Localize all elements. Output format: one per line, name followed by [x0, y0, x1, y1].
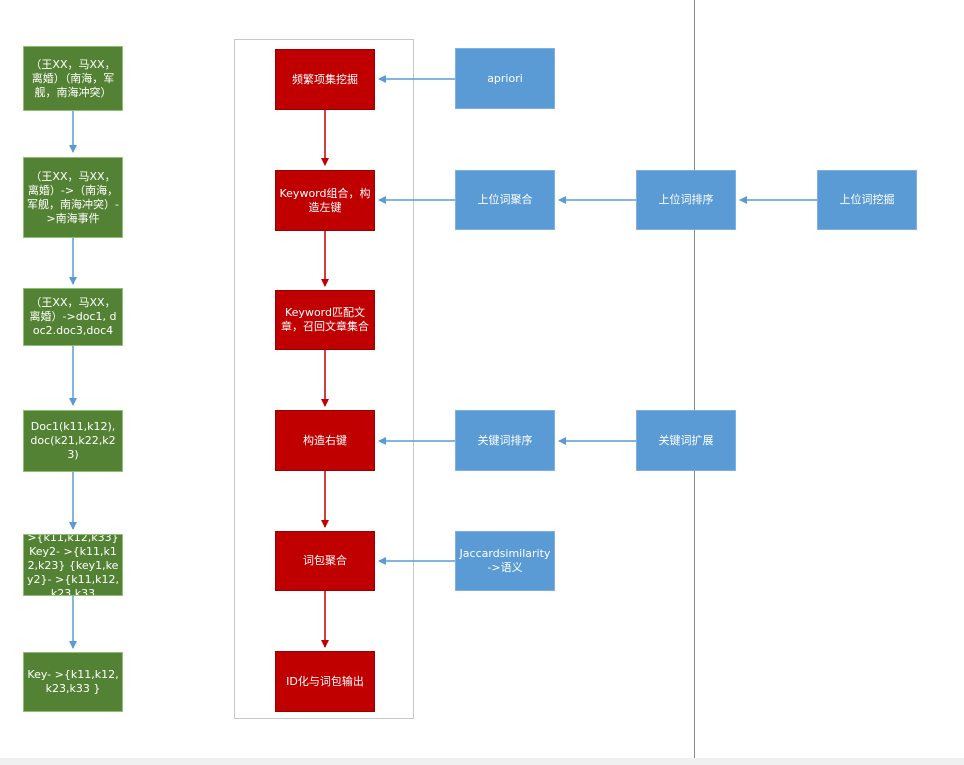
node-keyword-expand-label: 关键词扩展	[658, 433, 714, 447]
step-frequent-itemset-mining[interactable]: 频繁项集挖掘	[275, 49, 375, 110]
left-node-4-label: Doc1(k11,k12), doc(k21,k22,k23)	[30, 420, 116, 461]
step-3-label: Keyword匹配文章，召回文章集合	[281, 306, 369, 333]
page-divider-line	[694, 0, 695, 758]
node-keyword-rank-label: 关键词排序	[477, 433, 533, 447]
node-keyword-rank[interactable]: 关键词排序	[455, 410, 555, 471]
step-2-label: Keyword组合，构造左键	[279, 186, 371, 214]
left-node-6-label: Key- >{k11,k12,k23,k33 }	[27, 668, 119, 695]
step-5-label: 词包聚合	[303, 554, 347, 567]
step-bag-aggregation[interactable]: 词包聚合	[275, 531, 375, 591]
left-node-5-label: >{k11,k12,k33} Key2- >{k11,k12,k23} {key…	[27, 534, 119, 596]
main-flow-group-frame	[234, 39, 414, 719]
node-hypernym-cluster[interactable]: 上位词聚合	[455, 170, 555, 230]
node-hypernym-rank-label: 上位词排序	[658, 193, 714, 206]
step-build-left-key[interactable]: Keyword组合，构造左键	[275, 170, 375, 231]
left-node-4[interactable]: Doc1(k11,k12), doc(k21,k22,k23)	[23, 410, 123, 472]
step-build-right-key[interactable]: 构造右键	[275, 410, 375, 471]
step-id-and-output[interactable]: ID化与词包输出	[275, 651, 375, 712]
step-1-label: 频繁项集挖掘	[292, 72, 358, 86]
left-node-1-label: （王XX，马XX，离婚）（南海，军舰，南海冲突）	[30, 57, 116, 99]
step-6-label: ID化与词包输出	[286, 674, 364, 688]
left-node-3[interactable]: （王XX，马XX，离婚）->doc1, doc2.doc3,doc4	[23, 288, 123, 346]
step-4-label: 构造右键	[303, 433, 347, 447]
left-node-3-label: （王XX，马XX，离婚）->doc1, doc2.doc3,doc4	[29, 296, 117, 337]
left-node-1[interactable]: （王XX，马XX，离婚）（南海，军舰，南海冲突）	[23, 46, 123, 111]
left-node-6[interactable]: Key- >{k11,k12,k23,k33 }	[23, 652, 123, 712]
node-hypernym-rank[interactable]: 上位词排序	[636, 170, 736, 230]
node-hypernym-mine-label: 上位词挖掘	[839, 193, 895, 206]
left-node-5[interactable]: >{k11,k12,k33} Key2- >{k11,k12,k23} {key…	[23, 534, 123, 596]
node-hypernym-mine[interactable]: 上位词挖掘	[817, 170, 917, 230]
node-apriori[interactable]: apriori	[455, 48, 555, 109]
step-match-articles[interactable]: Keyword匹配文章，召回文章集合	[275, 290, 375, 350]
node-hypernym-cluster-label: 上位词聚合	[477, 193, 533, 206]
node-jaccard-label: Jaccardsimilarity->语义	[459, 547, 551, 574]
node-apriori-label: apriori	[487, 71, 523, 85]
left-node-2[interactable]: （王XX，马XX，离婚）->（南海，军舰，南海冲突）->南海事件	[23, 157, 123, 238]
left-node-2-label: （王XX，马XX，离婚）->（南海，军舰，南海冲突）->南海事件	[27, 169, 119, 225]
node-keyword-expand[interactable]: 关键词扩展	[636, 410, 736, 471]
bottom-scroll-strip	[0, 758, 964, 765]
node-jaccard-similarity[interactable]: Jaccardsimilarity->语义	[455, 531, 555, 591]
